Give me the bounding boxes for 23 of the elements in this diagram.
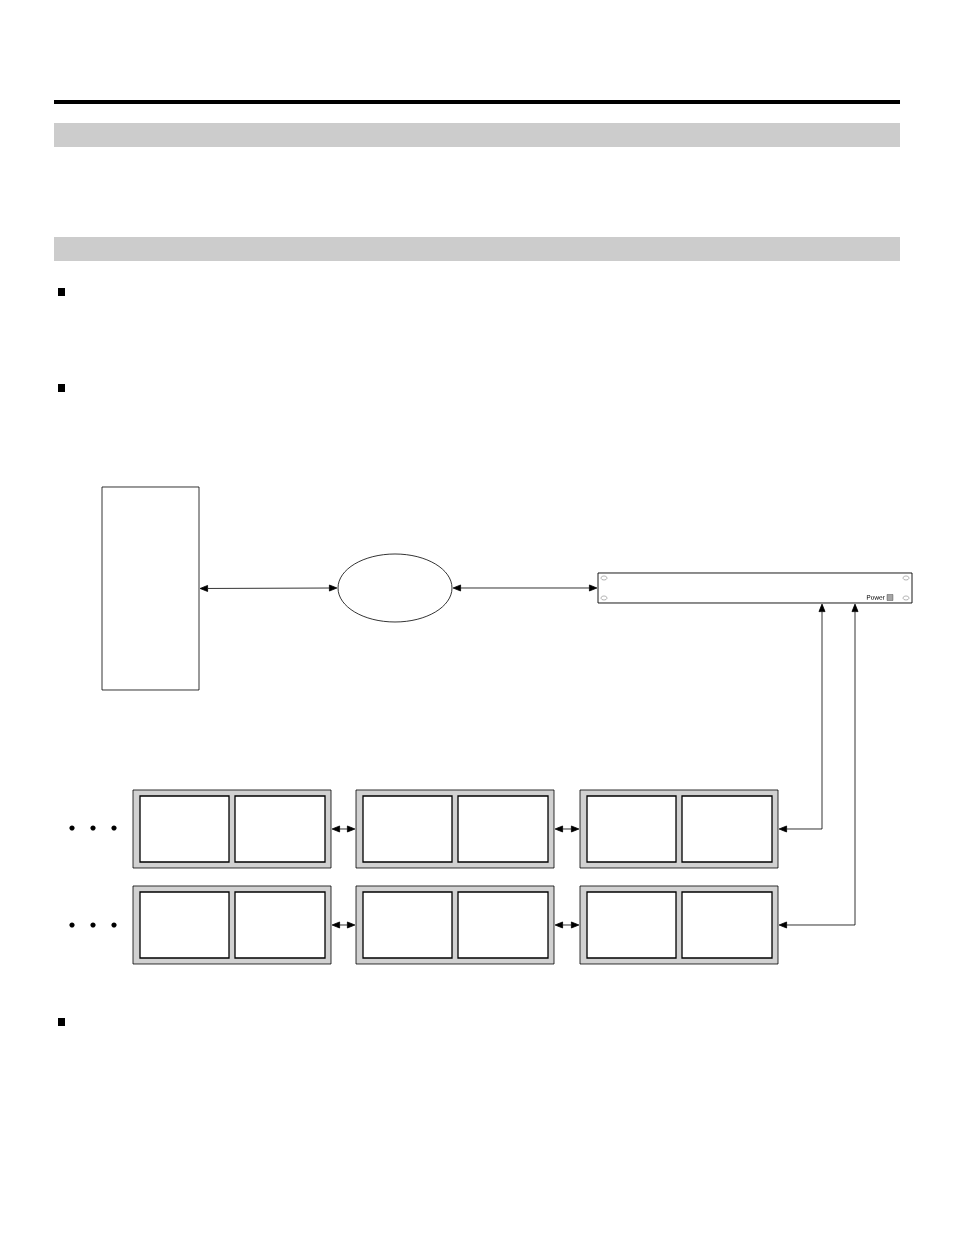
screen <box>457 891 549 959</box>
screen <box>139 891 230 959</box>
network-ellipse <box>337 553 453 623</box>
screen <box>681 891 773 959</box>
arrow <box>331 825 356 833</box>
screen <box>139 795 230 863</box>
arrow <box>554 825 580 833</box>
screen <box>457 795 549 863</box>
rack-unit <box>597 572 913 604</box>
arrow <box>554 921 580 929</box>
arrow <box>778 603 826 833</box>
screen <box>362 795 453 863</box>
arrow <box>452 584 598 592</box>
screen <box>234 795 326 863</box>
arrow <box>199 584 338 592</box>
screen <box>586 795 677 863</box>
screen <box>681 795 773 863</box>
arrow <box>778 603 859 929</box>
computer-box <box>101 486 200 691</box>
screen <box>234 891 326 959</box>
screen <box>362 891 453 959</box>
screen <box>586 891 677 959</box>
arrow <box>331 921 356 929</box>
